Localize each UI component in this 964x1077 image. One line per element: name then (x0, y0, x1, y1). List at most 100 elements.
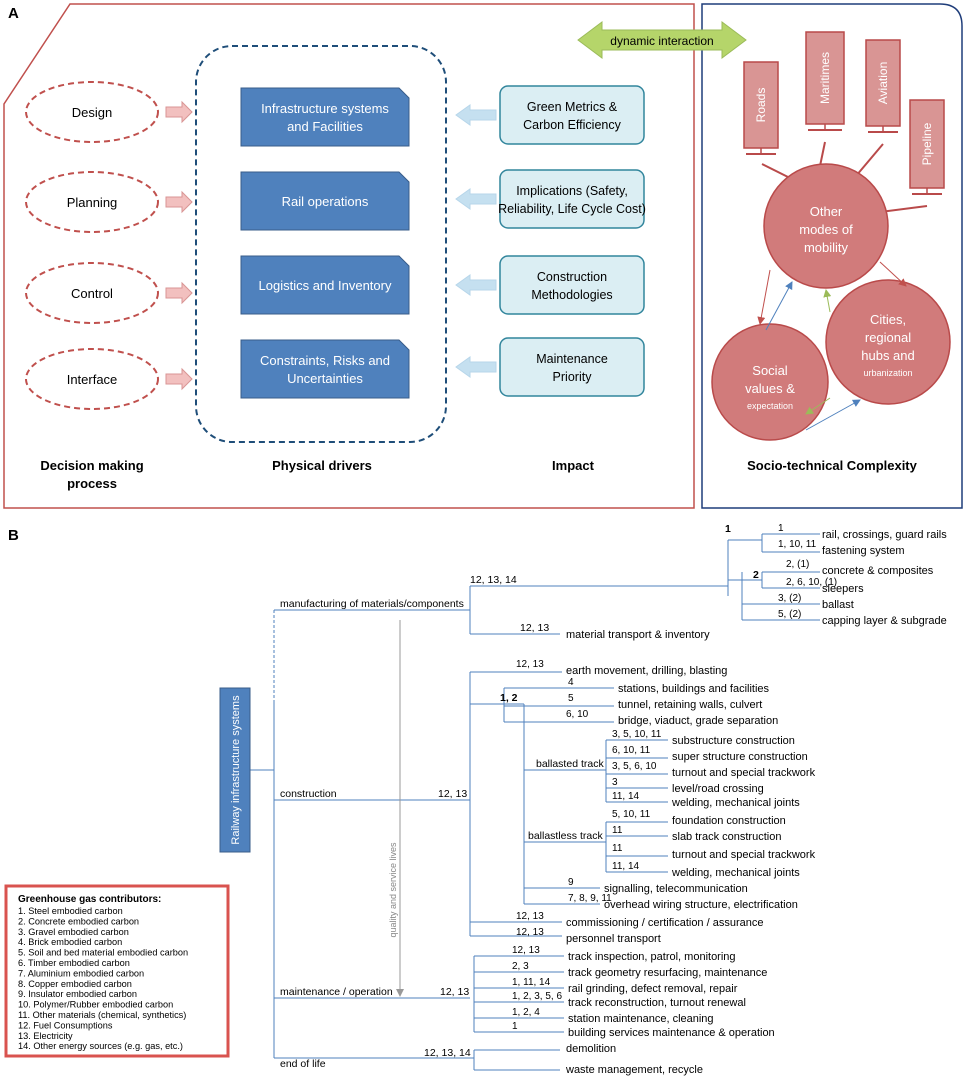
light-blue-arrow-icon (455, 274, 497, 296)
num-cons-sub: 1, 2 (500, 692, 518, 704)
arrow-social-to-cities (805, 399, 861, 431)
leaf-number: 1, 2, 4 (512, 1007, 540, 1018)
leaf-number: 2, (1) (786, 559, 809, 570)
impact-label: Construction (537, 270, 607, 284)
cities-line1: Cities, (870, 312, 906, 327)
driver-label: Constraints, Risks and (260, 353, 390, 368)
num-maint-main: 12, 13 (440, 986, 469, 998)
leaf-number: 12, 13 (516, 659, 544, 670)
cities-line4: urbanization (863, 368, 912, 378)
mode-label: Pipeline (920, 122, 934, 165)
legend-item: 1. Steel embodied carbon (18, 906, 123, 916)
mode-label: Aviation (876, 62, 890, 104)
leaf-number: 3, 5, 6, 10 (612, 761, 657, 772)
leaf-number: 12, 13 (512, 945, 540, 956)
leaf-number: 7, 8, 9, 11 (568, 893, 612, 904)
leaf-number: 1, 2, 3, 5, 6 (512, 991, 562, 1002)
root-label: Railway infrastructure systems (230, 695, 242, 845)
branch-manufacturing: manufacturing of materials/components (280, 598, 464, 610)
mode-box (805, 31, 845, 125)
arrow-other-to-cities (879, 261, 907, 287)
leaf-label: earth movement, drilling, blasting (566, 665, 727, 677)
num-eol-main: 12, 13, 14 (424, 1047, 471, 1059)
legend-item: 8. Copper embodied carbon (18, 979, 132, 989)
leaf-label: level/road crossing (672, 783, 764, 795)
num-sub1: 1 (725, 523, 731, 535)
decision-label: Planning (67, 195, 118, 210)
driver-box (240, 255, 410, 315)
decision-label: Design (72, 105, 112, 120)
socio-frame (701, 3, 963, 509)
impact-box (499, 337, 645, 397)
branch-end-of-life: end of life (280, 1058, 326, 1070)
branch-construction: construction (280, 788, 337, 800)
driver-label: Logistics and Inventory (259, 278, 392, 293)
pink-arrow-icon (165, 281, 193, 305)
light-blue-arrow-icon (455, 356, 497, 378)
leaf-label: building services maintenance & operatio… (568, 1027, 775, 1039)
leaf-number: 6, 10 (566, 709, 589, 720)
leaf-number: 11 (612, 825, 623, 836)
root-node: Railway infrastructure systems (219, 687, 251, 853)
leaf-label: ballast (822, 599, 854, 611)
leaf-label: rail grinding, defect removal, repair (568, 983, 738, 995)
mode-link (855, 143, 884, 177)
quality-note: quality and service lives (388, 842, 398, 938)
other-modes-line1: Other (810, 204, 843, 219)
other-modes-line2: modes of (799, 222, 853, 237)
num-construction-main: 12, 13 (438, 788, 467, 800)
driver-label: and Facilities (287, 119, 363, 134)
ballasted-label: ballasted track (536, 758, 604, 770)
circle-social (711, 323, 829, 441)
pink-arrow-icon (165, 100, 193, 124)
mode-link (819, 141, 826, 167)
impact-label: Methodologies (531, 288, 612, 302)
legend-title: Greenhouse gas contributors: (18, 894, 161, 905)
light-blue-arrow-icon (455, 188, 497, 210)
impact-label: Carbon Efficiency (523, 118, 621, 132)
driver-box (240, 171, 410, 231)
num-manuf-main: 12, 13, 14 (470, 574, 517, 586)
arrow-cities-to-social (805, 397, 831, 415)
heading-drivers: Physical drivers (272, 458, 372, 473)
leaf-label: stations, buildings and facilities (618, 683, 770, 695)
leaf-label: track inspection, patrol, monitoring (568, 951, 736, 963)
circle-other-modes (763, 163, 889, 289)
leaf-label: turnout and special trackwork (672, 849, 816, 861)
leaf-label: turnout and special trackwork (672, 767, 816, 779)
leaf-number: 11 (612, 843, 623, 854)
driver-label: Uncertainties (287, 371, 363, 386)
social-line3: expectation (747, 401, 793, 411)
leaf-number: 11, 14 (612, 861, 639, 872)
leaf-number: 12, 13 (516, 927, 544, 938)
light-blue-arrow-icon (455, 104, 497, 126)
impact-box (499, 255, 645, 315)
mode-label: Maritimes (818, 52, 832, 104)
physical-drivers-container (195, 45, 447, 443)
leaf-number: 11, 14 (612, 791, 639, 802)
leaf-number: 2, 6, 10, (1) (786, 577, 837, 588)
decision-ellipse (25, 348, 159, 410)
socio-circles: Other modes of mobility Cities, regional… (711, 163, 951, 441)
driver-box (240, 87, 410, 147)
cities-line3: hubs and (861, 348, 915, 363)
legend-item: 2. Concrete embodied carbon (18, 916, 139, 926)
leaf-label: signalling, telecommunication (604, 883, 748, 895)
leaf-label: demolition (566, 1043, 616, 1055)
decision-ellipse (25, 171, 159, 233)
impacts: Green Metrics &Carbon EfficiencyImplicat… (455, 85, 646, 397)
dynamic-interaction-arrow: dynamic interaction (577, 21, 747, 59)
legend-item: 12. Fuel Consumptions (18, 1020, 113, 1030)
leaf-label: track reconstruction, turnout renewal (568, 997, 746, 1009)
leaf-label: fastening system (822, 545, 905, 557)
leaf-label: welding, mechanical joints (671, 867, 800, 879)
leaf-number: 12, 13 (516, 911, 544, 922)
branch-maintenance: maintenance / operation (280, 986, 393, 998)
heading-impact: Impact (552, 458, 595, 473)
legend-item: 5. Soil and bed material embodied carbon (18, 948, 188, 958)
